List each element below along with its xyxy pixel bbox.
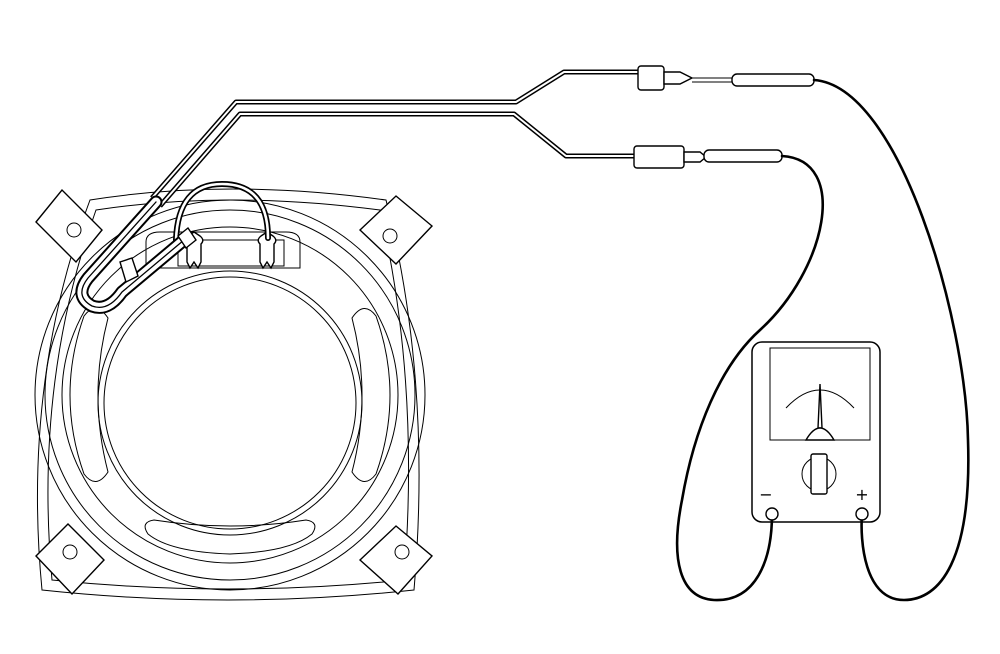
twin-cord-upper: [150, 69, 640, 200]
meter-body: [751, 341, 881, 523]
terminal-lug-right: [257, 231, 277, 270]
speaker-surround: [44, 209, 416, 581]
speaker-cone-inner: [103, 276, 357, 530]
twin-cord-lower: [158, 111, 636, 208]
mounting-ear-bottom-left: [35, 523, 105, 596]
terminal-plus-jack: [855, 507, 869, 521]
terminal-minus-label: −: [759, 485, 772, 504]
speaker-outer-rim: [34, 199, 426, 591]
terminal-minus-jack: [765, 507, 779, 521]
terminal-strip: [145, 231, 301, 269]
range-selector-pointer: [810, 453, 828, 495]
speaker-basket-ring: [61, 226, 399, 564]
basket-slot-left: [69, 308, 109, 482]
mounting-ear-bottom-right: [358, 525, 434, 595]
connector-upper: [637, 65, 815, 91]
basket-slot-bottom: [144, 519, 316, 555]
speaker-cone: [97, 270, 363, 536]
speaker-frame: [37, 188, 420, 601]
test-lead-positive: [812, 78, 970, 602]
speaker: [34, 180, 434, 601]
terminal-plus-label: +: [855, 485, 868, 504]
test-lead-negative: [675, 154, 824, 602]
connector-lower: [633, 145, 783, 169]
meter-pivot: [804, 427, 836, 441]
meter-needle: [817, 383, 823, 429]
mounting-ear-top-right: [358, 195, 434, 265]
clip-jaw: [119, 257, 139, 283]
probe-handle-lower: [703, 149, 783, 163]
basket-slot-right: [351, 308, 391, 482]
analog-meter: − +: [751, 341, 881, 523]
mounting-ear-top-left: [35, 188, 103, 264]
test-lead-cable: [75, 65, 970, 602]
probe-handle-upper: [731, 73, 815, 87]
